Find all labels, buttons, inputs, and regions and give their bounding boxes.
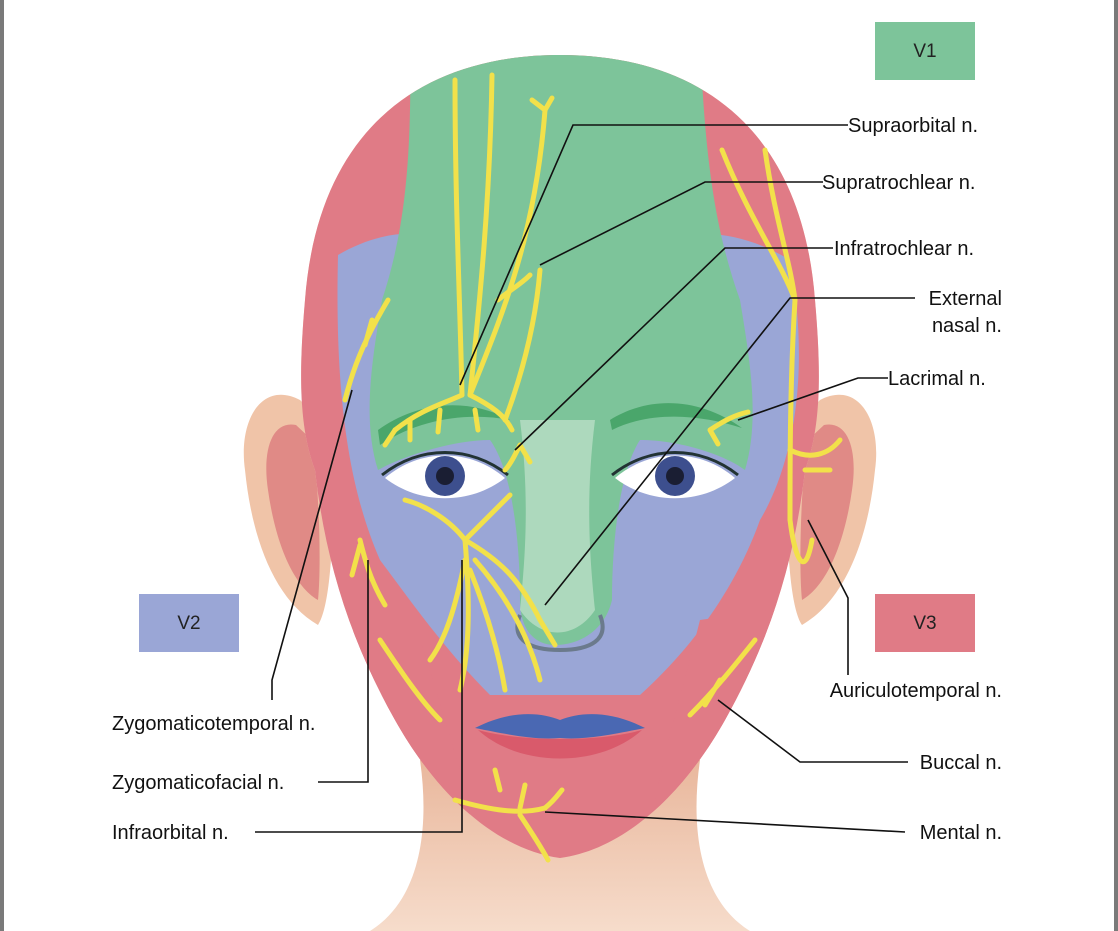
v2-legend-box: V2 <box>139 594 239 652</box>
label-mental: Mental n. <box>920 822 1002 844</box>
label-infraorbital: Infraorbital n. <box>112 822 229 844</box>
label-external-nasal-line2: nasal n. <box>932 315 1002 337</box>
label-zygomaticofacial: Zygomaticofacial n. <box>112 772 284 794</box>
v3-legend-box: V3 <box>875 594 975 652</box>
v3-legend-label: V3 <box>913 613 936 634</box>
label-auriculotemporal: Auriculotemporal n. <box>830 680 1002 702</box>
label-infratrochlear: Infratrochlear n. <box>834 238 974 260</box>
v1-legend-label: V1 <box>913 41 936 62</box>
v2-legend-label: V2 <box>177 613 200 634</box>
label-buccal: Buccal n. <box>920 752 1002 774</box>
v1-legend-box: V1 <box>875 22 975 80</box>
leader-buccal <box>718 700 908 762</box>
label-lacrimal: Lacrimal n. <box>888 368 986 390</box>
label-zygomaticotemporal: Zygomaticotemporal n. <box>112 713 315 735</box>
label-supraorbital: Supraorbital n. <box>848 115 978 137</box>
label-supratrochlear: Supratrochlear n. <box>822 172 975 194</box>
label-external-nasal-line1: External <box>929 288 1002 310</box>
